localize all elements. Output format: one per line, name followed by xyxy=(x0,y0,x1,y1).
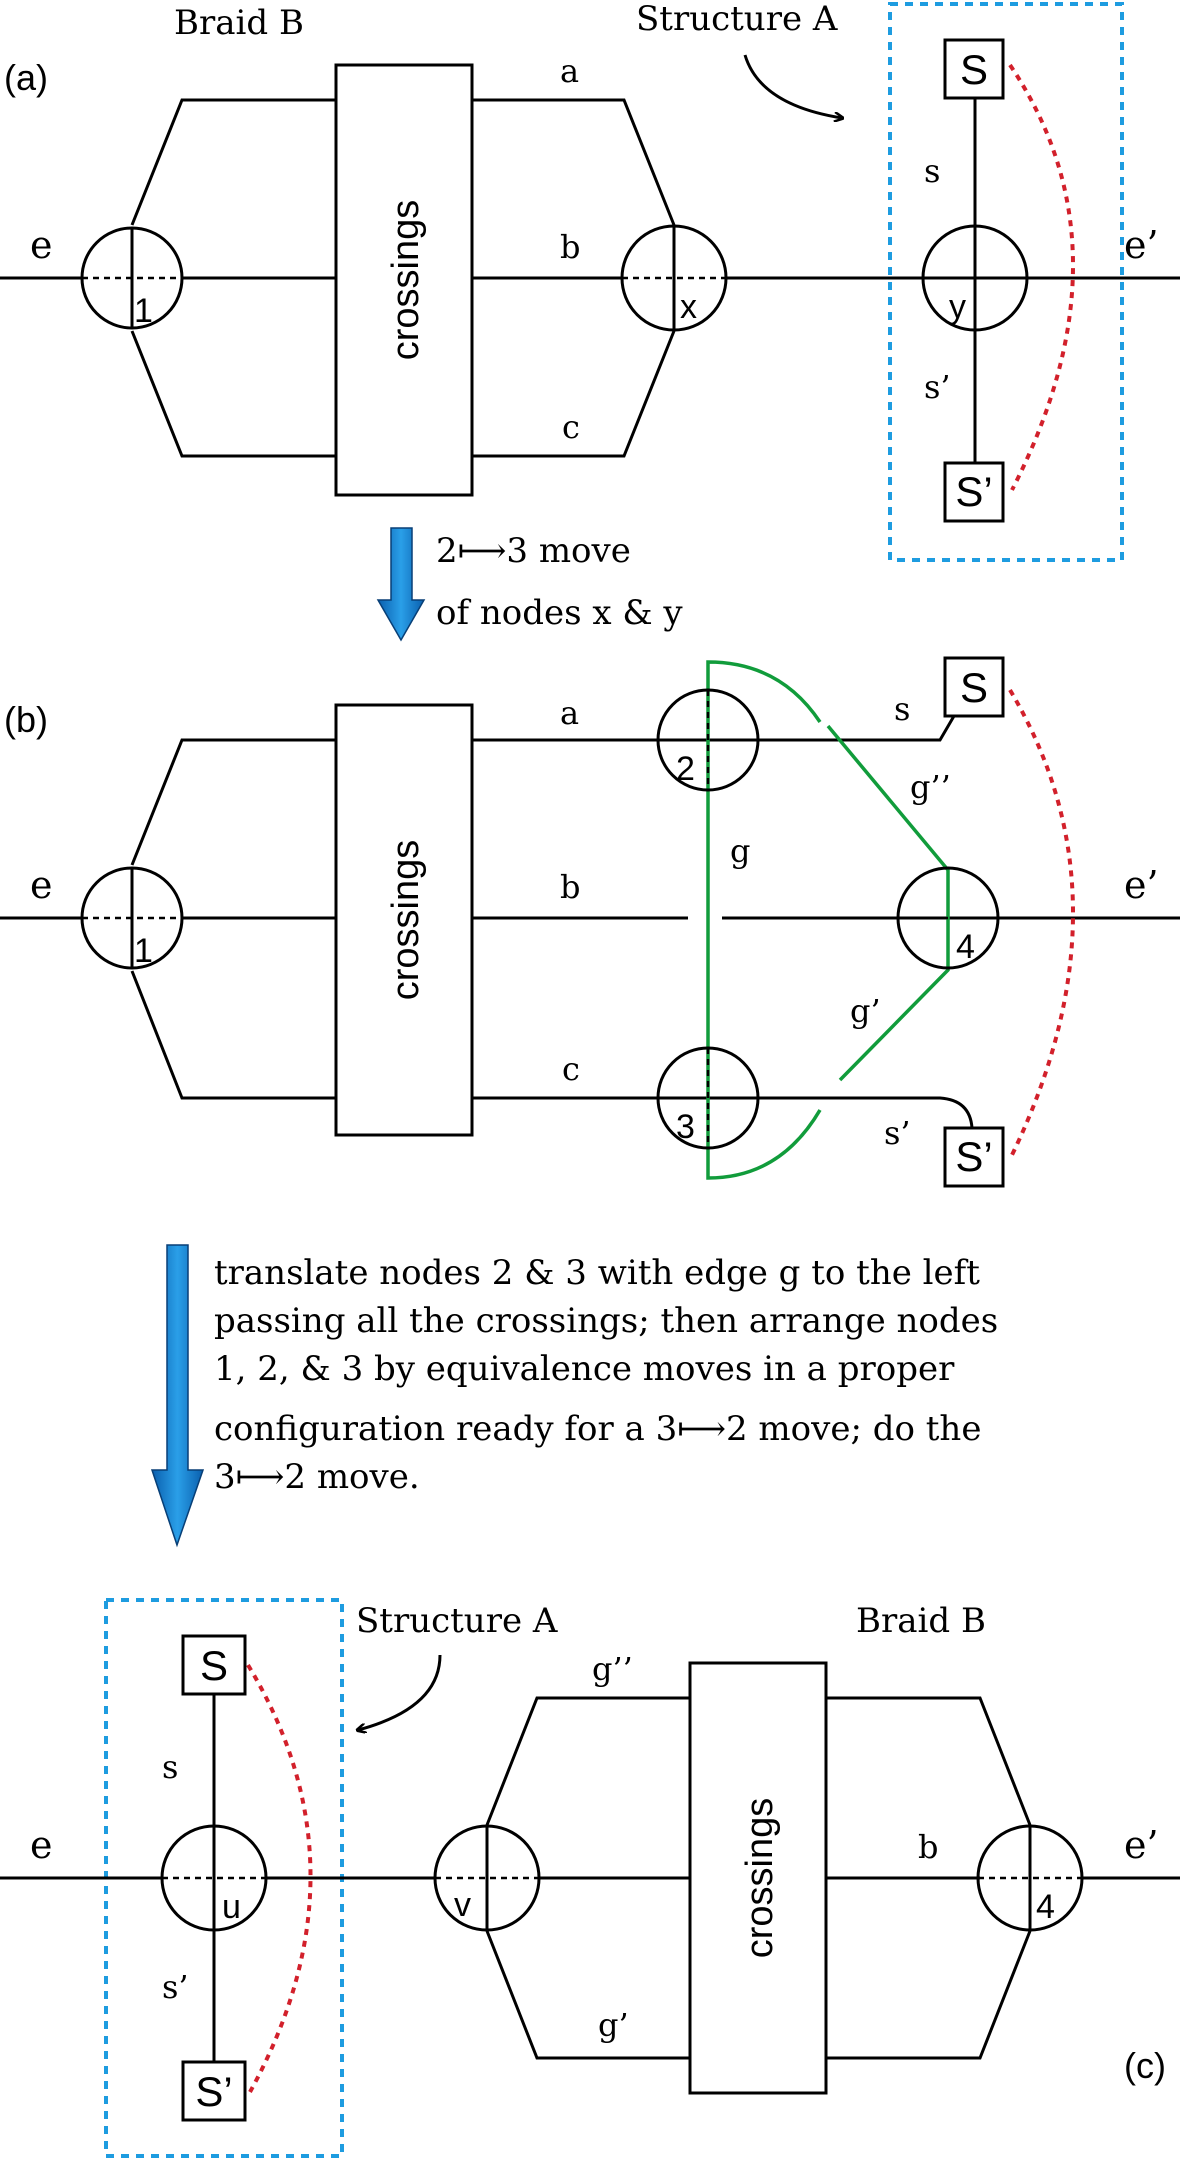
crossings-box-c xyxy=(688,1661,828,2095)
crossings-label-b: crossings xyxy=(385,840,427,1001)
crossings-box-b xyxy=(334,703,474,1137)
panel-a-tag: (a) xyxy=(4,57,48,98)
box-s-b xyxy=(943,656,1005,718)
edge-label-s-prime-c: s’ xyxy=(162,1968,189,2006)
edge-label-g: g xyxy=(730,832,750,870)
crossings-label-a: crossings xyxy=(385,200,427,361)
panel-c: (c) Structure A Braid B u S S’ crossings… xyxy=(0,1598,1180,2158)
step-2-line-3: 1, 2, & 3 by equivalence moves in a prop… xyxy=(214,1349,955,1389)
edge-label-g-prime-c: g’ xyxy=(598,2006,629,2044)
edge-label-s-a: s xyxy=(924,152,940,190)
structure-a-label-c: Structure A xyxy=(356,1601,558,1641)
box-s-c xyxy=(181,1634,247,1696)
node-4-label-b: 4 xyxy=(956,928,975,966)
structure-a-pointer-arrow-a xyxy=(743,54,842,118)
panel-b: (b) crossings 1 2 3 4 S xyxy=(0,656,1180,1188)
step-1-arrow xyxy=(376,527,426,642)
edge-label-s-prime-a: s’ xyxy=(924,368,951,406)
crossings-box-a xyxy=(334,63,474,497)
node-1-label-a: 1 xyxy=(134,292,153,330)
edge-s-b xyxy=(760,715,956,742)
step-2-line-1: translate nodes 2 & 3 with edge g to the… xyxy=(214,1253,980,1293)
box-s-prime-label-c: S’ xyxy=(195,2068,232,2115)
strand-a-left-b xyxy=(130,738,336,866)
step-1-line-2: of nodes x & y xyxy=(436,593,683,633)
braid-b-label-c: Braid B xyxy=(856,1601,986,1641)
box-s-label-c: S xyxy=(200,1642,228,1689)
step-2-line-2: passing all the crossings; then arrange … xyxy=(214,1301,998,1341)
node-1-label-b: 1 xyxy=(134,932,153,970)
step-1-line-1: 2⟼3 move xyxy=(436,531,631,571)
strand-a-right-a xyxy=(472,98,676,226)
node-u-label: u xyxy=(222,1888,241,1926)
strand-c-right-a xyxy=(472,330,676,458)
node-4-label-c: 4 xyxy=(1036,1888,1055,1926)
edge-label-s-prime-b: s’ xyxy=(884,1114,911,1152)
step-1: 2⟼3 move of nodes x & y xyxy=(376,527,683,642)
strand-c-left-b xyxy=(130,970,336,1100)
red-dashed-link-b xyxy=(1008,688,1075,1156)
edge-label-b-a: b xyxy=(560,228,580,266)
edge-label-b-c: b xyxy=(918,1828,938,1866)
node-x-label: x xyxy=(680,288,697,326)
panel-a: (a) Braid B Structure A crossings 1 x y xyxy=(0,0,1180,562)
red-dashed-link-a xyxy=(1008,63,1075,491)
structure-a-pointer-arrow-c xyxy=(358,1654,442,1730)
box-s-prime-a xyxy=(943,461,1005,523)
crossings-label-c: crossings xyxy=(739,1798,781,1959)
edge-label-e-prime-c: e’ xyxy=(1124,1823,1159,1867)
box-s-prime-label-a: S’ xyxy=(955,468,992,515)
edge-label-s-b: s xyxy=(894,690,910,728)
green-edge-g-double-prime xyxy=(826,724,950,1082)
edge-label-g-double-prime-c: g’’ xyxy=(592,1650,633,1688)
box-s-label-a: S xyxy=(960,46,988,93)
box-s-a xyxy=(943,38,1005,100)
node-v-label: v xyxy=(454,1886,471,1924)
step-2-line-4: configuration ready for a 3⟼2 move; do t… xyxy=(214,1409,981,1449)
strand-c-left-a xyxy=(130,330,336,458)
green-edge-g-loop xyxy=(706,660,822,1180)
node-2-label: 2 xyxy=(676,750,695,788)
step-2-arrow xyxy=(150,1244,205,1548)
edge-label-e-prime-b: e’ xyxy=(1124,863,1159,907)
edge-label-e-b: e xyxy=(30,863,53,907)
edge-label-c-b: c xyxy=(562,1050,580,1088)
edge-label-e-a: e xyxy=(30,223,53,267)
panel-b-tag: (b) xyxy=(4,699,48,740)
edge-label-e-prime-a: e’ xyxy=(1124,223,1159,267)
structure-a-highlight-a xyxy=(888,2,1124,562)
strand-g-prime-right-c xyxy=(826,1930,1032,2060)
step-2-line-5: 3⟼2 move. xyxy=(214,1457,420,1497)
step-2: translate nodes 2 & 3 with edge g to the… xyxy=(150,1244,998,1548)
edge-label-g-double-prime-b: g’’ xyxy=(910,768,951,806)
edge-label-b-b: b xyxy=(560,868,580,906)
node-y-label: y xyxy=(949,288,966,326)
braid-b-label-a: Braid B xyxy=(174,3,304,43)
edge-label-a-b: a xyxy=(560,694,579,732)
node-3-label: 3 xyxy=(676,1108,695,1146)
strand-g-double-prime-left-c xyxy=(485,1696,690,1826)
edge-label-a-a: a xyxy=(560,52,579,90)
edge-label-g-prime-b: g’ xyxy=(850,992,881,1030)
strand-g-double-prime-right-c xyxy=(826,1696,1032,1826)
red-dashed-link-c xyxy=(246,1663,313,2093)
edge-s-prime-b xyxy=(760,1096,974,1129)
edge-label-c-a: c xyxy=(562,408,580,446)
strand-g-prime-left-c xyxy=(485,1930,690,2060)
panel-c-tag: (c) xyxy=(1124,2045,1166,2086)
box-s-label-b: S xyxy=(960,664,988,711)
box-s-prime-label-b: S’ xyxy=(955,1133,992,1180)
edge-label-s-c: s xyxy=(162,1748,178,1786)
box-s-prime-c xyxy=(181,2060,247,2122)
strand-a-left-a xyxy=(130,98,336,226)
edge-label-e-c: e xyxy=(30,1823,53,1867)
structure-a-label-a: Structure A xyxy=(636,0,838,39)
box-s-prime-b xyxy=(943,1126,1005,1188)
